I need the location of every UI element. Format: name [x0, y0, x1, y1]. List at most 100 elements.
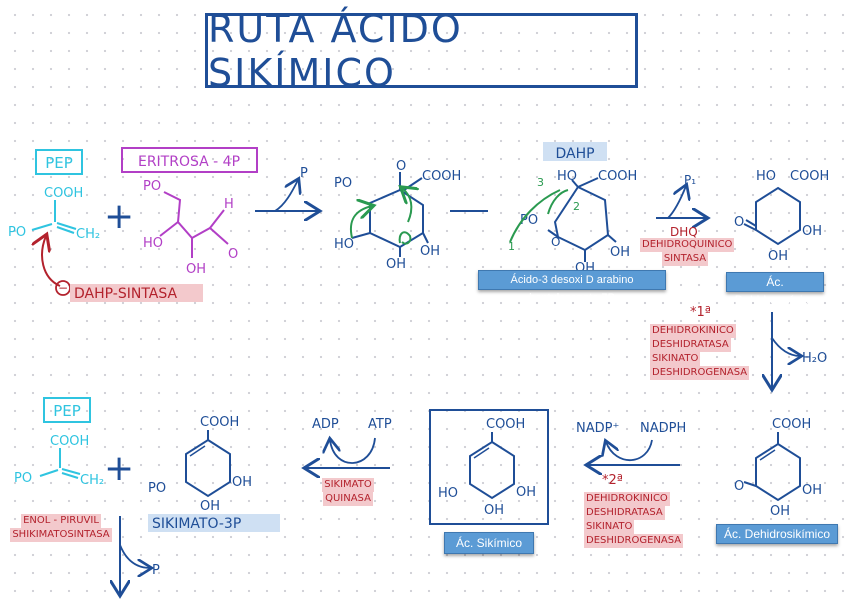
s3p-po: PO — [148, 481, 166, 496]
sik-oh1: OH — [516, 485, 536, 500]
nadp-enzyme-block: DEHIDROKINICO DESHIDRATASA SIKINATO DESH… — [584, 492, 684, 548]
right-enzyme-3: SIKINATO — [650, 352, 701, 366]
dehidrosikimico-molecule: COOH O OH OH — [734, 417, 822, 519]
kinasa-enzyme-line1: SIKIMATO — [322, 478, 374, 492]
sikimato-3p-molecule: COOH PO OH OH — [148, 415, 252, 514]
dehidrosikimico-label: Ác. Dehidrosikímico — [723, 527, 831, 541]
page-title: RUTA ÁCIDO SIKÍMICO — [208, 6, 463, 95]
s3p-cooh: COOH — [200, 415, 239, 430]
right-note: *1ª — [690, 305, 711, 320]
dhs-cooh: COOH — [772, 417, 811, 432]
dhq-ho: HO — [756, 169, 776, 184]
erytrosa-po: PO — [143, 179, 161, 194]
int-cooh: COOH — [422, 169, 461, 184]
erytrosa-oh: OH — [186, 262, 206, 277]
intermediate-molecule: PO O COOH HO OH OH — [334, 159, 461, 272]
dehidrosikimico-tag: Ác. Dehidrosikímico — [716, 524, 838, 544]
erytrosa-4p: ERITROSA - 4P PO HO OH H O — [121, 147, 258, 277]
dahp-cooh: COOH — [598, 169, 637, 184]
pep-bottom: PEP COOH PO CH₂ — [14, 397, 104, 488]
dahp-molecule: DAHP HO COOH PO OH OH O 1 2 3 — [508, 142, 637, 276]
kinasa-right: ATP — [368, 417, 392, 432]
plus-top: + — [104, 196, 134, 237]
dhq-enzyme-line1: DEHIDROQUINICO — [640, 238, 735, 252]
enol-enzyme-line2: SHIKIMATOSINTASA — [10, 528, 112, 542]
sik-ho: HO — [438, 486, 458, 501]
pep2-po: PO — [14, 471, 32, 486]
sintasa-arrow — [42, 236, 61, 287]
down-product: P — [152, 563, 160, 578]
dahp-sintasa-label: DAHP-SINTASA — [74, 286, 178, 302]
pep-label-box — [35, 149, 83, 175]
dhs-o: O — [734, 479, 744, 494]
kinasa-left: ADP — [312, 417, 339, 432]
minus-sign: − — [58, 281, 68, 295]
dahp-num3: 3 — [537, 176, 544, 189]
erytrosa-label-box — [121, 147, 258, 173]
nadp-enzyme-2: DESHIDRATASA — [584, 506, 665, 520]
dhq-cooh: COOH — [790, 169, 829, 184]
plus-bottom: + — [104, 448, 134, 489]
int-ho: HO — [334, 237, 354, 252]
sik-cooh: COOH — [486, 417, 525, 432]
right-enzyme-1: DEHIDROKINICO — [650, 324, 736, 338]
nadp-note: *2ª — [602, 473, 623, 488]
dhq-enzyme: DEHIDROQUINICO SINTASA — [640, 238, 735, 266]
int-oh2: OH — [420, 244, 440, 259]
erytrosa-label: ERITROSA - 4P — [138, 154, 240, 170]
erytrosa-ho: HO — [143, 236, 163, 251]
dahp-full-name: Ácido-3 desoxi D arabino heptulosonato 7… — [510, 274, 634, 304]
dehidroquinico-molecule: HO COOH O OH OH — [734, 169, 829, 264]
dehidroquinico-label: Ác. Dehidroquínico — [734, 275, 816, 307]
sik-oh2: OH — [484, 503, 504, 518]
right-enzyme-block: DEHIDROKINICO DESHIDRATASA SIKINATO DESH… — [650, 324, 750, 380]
dhs-oh1: OH — [802, 483, 822, 498]
erytrosa-h: H — [224, 197, 234, 212]
dahp-o: O — [551, 235, 560, 249]
right-enzyme-4: DESHIDROGENASA — [650, 366, 750, 380]
s3p-oh1: OH — [232, 475, 252, 490]
pep-po: PO — [8, 225, 26, 240]
kinasa-enzyme: SIKIMATO QUINASA — [308, 478, 388, 506]
int-oh1: OH — [386, 257, 406, 272]
dhq-oh1: OH — [802, 224, 822, 239]
kinasa-enzyme-line2: QUINASA — [323, 492, 373, 506]
dahp-label: DAHP — [555, 146, 594, 162]
nadp-enzyme-1: DEHIDROKINICO — [584, 492, 670, 506]
int-o: O — [396, 159, 406, 174]
sikimato-3p-label: SIKIMATO-3P — [152, 516, 241, 532]
dhq-oh2: OH — [768, 249, 788, 264]
h2o-product: H₂O — [802, 351, 827, 366]
dhq-label: DHQ — [670, 225, 698, 239]
enol-enzyme: ENOL - PIRUVIL SHIKIMATOSINTASA — [2, 514, 120, 542]
dhq-o: O — [734, 215, 744, 230]
dahp-name-tag: Ácido-3 desoxi D arabino heptulosonato 7… — [478, 270, 666, 304]
title-box: RUTA ÁCIDO SIKÍMICO — [205, 7, 638, 95]
dhq-enzyme-line2: SINTASA — [661, 252, 709, 266]
pep-label: PEP — [45, 154, 73, 172]
erytrosa-o: O — [228, 247, 238, 262]
dehidroquinico-tag: Ác. Dehidroquínico — [726, 272, 824, 307]
pep-top: PEP COOH PO CH₂ — [8, 149, 100, 242]
nadp-enzyme-3: SIKINATO — [584, 520, 635, 534]
right-enzyme-2: DESHIDRATASA — [650, 338, 731, 352]
dhs-oh2: OH — [770, 504, 790, 519]
nadp-right: NADPH — [640, 421, 686, 436]
nadp-left: NADP⁺ — [576, 421, 619, 436]
dahp-num2: 2 — [573, 200, 580, 213]
dahp-num1: 1 — [508, 240, 515, 253]
sikimico-tag: Ác. Sikímico — [444, 532, 534, 554]
sikimico-label: Ác. Sikímico — [455, 536, 522, 550]
pep-cooh: COOH — [44, 186, 83, 201]
sikimico-molecule: COOH HO OH OH — [429, 409, 549, 525]
dhq-product: P₁ — [684, 173, 696, 187]
s3p-oh2: OH — [200, 499, 220, 514]
pep2-ch2: CH₂ — [80, 473, 104, 488]
nadp-enzyme-4: DESHIDROGENASA — [584, 534, 684, 548]
int-po: PO — [334, 176, 352, 191]
pep-ch2: CH₂ — [76, 227, 100, 242]
pep2-label: PEP — [53, 402, 81, 420]
dahp-oh2: OH — [610, 245, 630, 260]
arrow1-product: P — [300, 166, 308, 181]
